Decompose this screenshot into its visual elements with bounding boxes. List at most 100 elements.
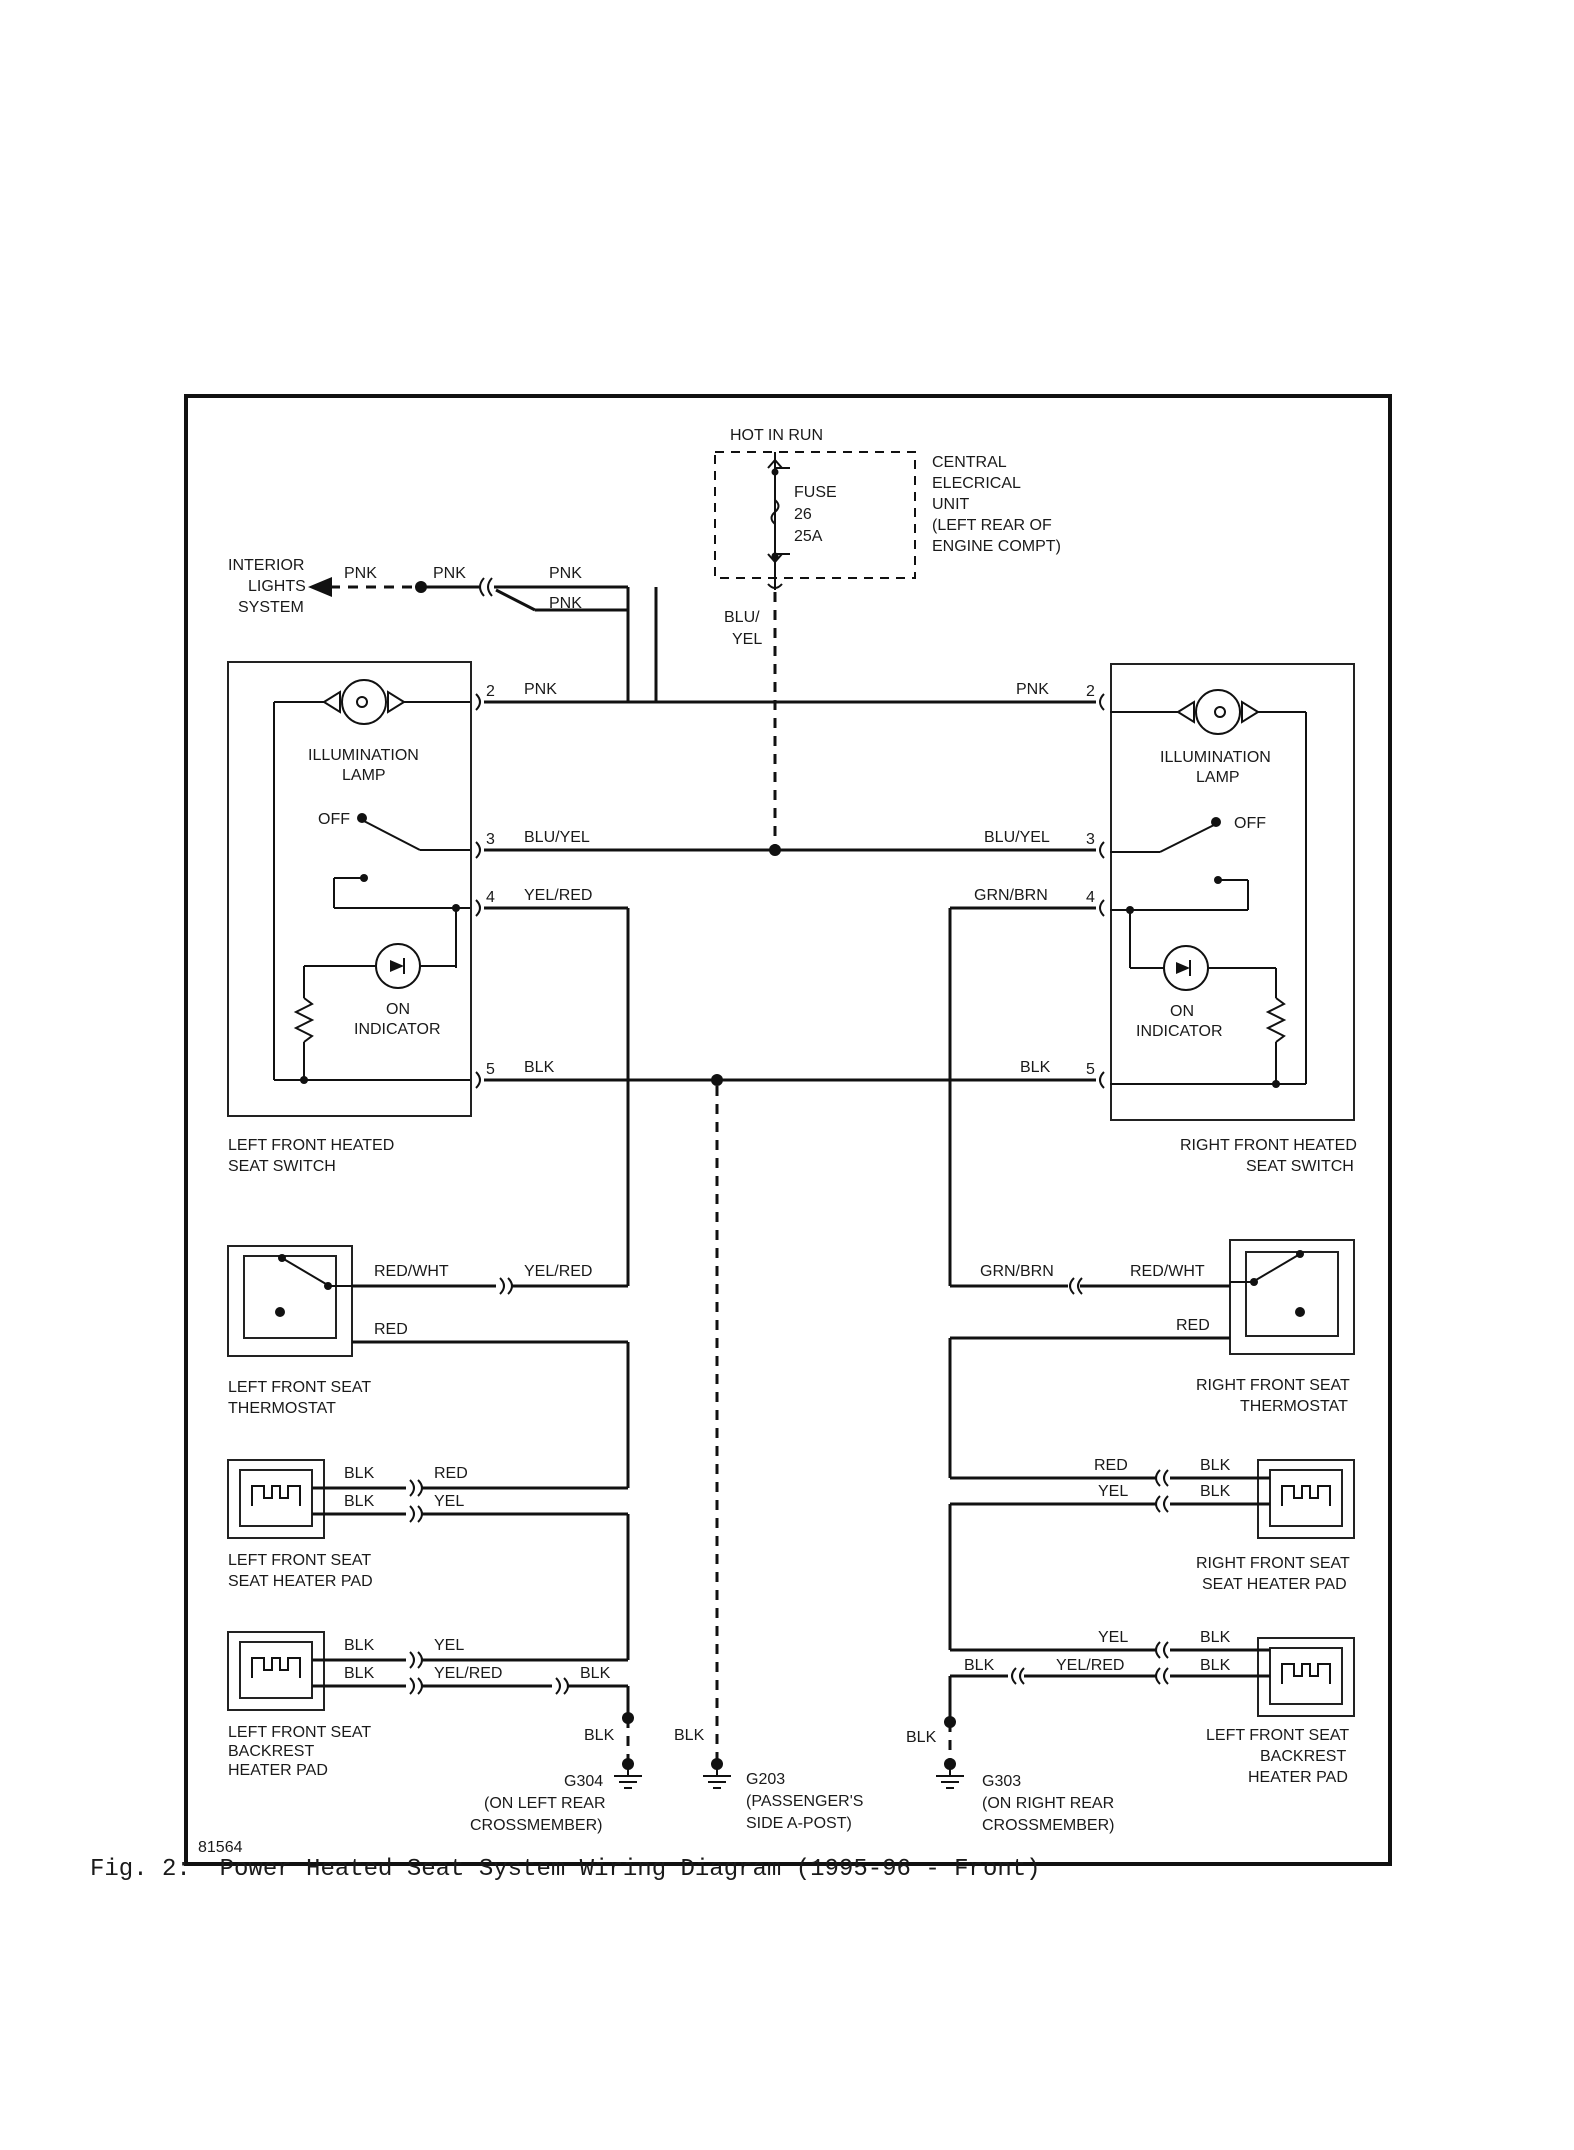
interior-connector [479,577,493,597]
right-off-label: OFF [1234,815,1266,832]
right-back-name-1: LEFT FRONT SEAT [1206,1727,1349,1744]
right-switch-name-1: RIGHT FRONT HEATED [1180,1137,1357,1154]
g203-label-1: G203 [746,1771,785,1788]
g304-ground-icon [614,1758,642,1789]
left-backrest-connectors [409,1651,423,1695]
right-therm-wire-c: RED [1176,1317,1210,1334]
g303-label-1: G303 [982,1773,1021,1790]
left-therm-wire-b: YEL/RED [524,1263,592,1280]
right-thermostat-connector [1069,1277,1083,1295]
left-therm-name-1: LEFT FRONT SEAT [228,1379,371,1396]
left-off-label: OFF [318,811,350,828]
right-seat-thermostat [1229,1239,1355,1355]
right-back-w4: YEL/RED [1056,1657,1124,1674]
left-pad-w3: BLK [344,1493,375,1510]
left-seat-thermostat [227,1245,353,1357]
right-indicator-label-1: ON [1170,1003,1194,1020]
feed-wire-label-1: BLU/ [724,609,760,626]
g203-ground-icon [703,1758,731,1789]
left-wire-pnk: PNK [524,681,557,698]
right-backrest-heater-pad [1257,1637,1355,1717]
left-indicator-label-2: INDICATOR [354,1021,441,1038]
fuse-rating: 25A [794,528,823,545]
unit-label-3: UNIT [932,496,970,513]
left-pin-2: 2 [486,683,495,700]
right-switch-name-2: SEAT SWITCH [1246,1158,1354,1175]
left-seat-heater-pad [227,1459,325,1539]
right-back-w1: YEL [1098,1629,1128,1646]
g203-label-3: SIDE A-POST) [746,1815,852,1832]
right-seat-heater-pad [1257,1459,1355,1539]
left-indicator-label-1: ON [386,1001,410,1018]
g304-label-2: (ON LEFT REAR [484,1795,606,1812]
right-lamp-label-2: LAMP [1196,769,1240,786]
interior-lights-arrow [308,577,332,597]
unit-label-5: ENGINE COMPT) [932,538,1061,555]
left-pad-w1: BLK [344,1465,375,1482]
right-back-w2: BLK [1200,1629,1231,1646]
g203-label-2: (PASSENGER'S [746,1793,863,1810]
right-heated-seat-switch [1110,663,1355,1121]
central-electrical-unit [714,451,916,590]
interior-wire-label-1: PNK [344,565,377,582]
g303-label-3: CROSSMEMBER) [982,1817,1114,1834]
diagram-id: 81564 [198,1839,243,1856]
left-wire-blk: BLK [524,1059,555,1076]
left-wire-bluyel: BLU/YEL [524,829,590,846]
left-back-w2: YEL [434,1637,464,1654]
left-back-w5: BLK [580,1665,611,1682]
right-indicator-label-2: INDICATOR [1136,1023,1223,1040]
right-switch-connectors [1099,693,1105,1089]
left-back-w1: BLK [344,1637,375,1654]
right-therm-wire-a: GRN/BRN [980,1263,1054,1280]
right-wire-grnbrn: GRN/BRN [974,887,1048,904]
right-pad-w1: RED [1094,1457,1128,1474]
left-pad-w4: YEL [434,1493,464,1510]
g303-wire: BLK [906,1729,937,1746]
g303-label-2: (ON RIGHT REAR [982,1795,1114,1812]
right-wire-bluyel: BLU/YEL [984,829,1050,846]
g203-wire: BLK [674,1727,705,1744]
left-switch-name-1: LEFT FRONT HEATED [228,1137,394,1154]
left-switch-connectors [475,693,481,1089]
interior-lights-label-1: INTERIOR [228,557,304,574]
right-back-name-3: HEATER PAD [1248,1769,1348,1786]
left-pad-name-2: SEAT HEATER PAD [228,1573,373,1590]
right-back-w3: BLK [964,1657,995,1674]
blu-yel-splice [769,844,781,856]
fuse-number: 26 [794,506,812,523]
right-wire-pnk: PNK [1016,681,1049,698]
left-therm-name-2: THERMOSTAT [228,1400,336,1417]
right-pad-name-2: SEAT HEATER PAD [1202,1576,1347,1593]
right-pad-name-1: RIGHT FRONT SEAT [1196,1555,1350,1572]
right-back-name-2: BACKREST [1260,1748,1346,1765]
left-back-w4: YEL/RED [434,1665,502,1682]
left-wire-yelred: YEL/RED [524,887,592,904]
diagram-border [184,394,1392,1866]
left-switch-name-2: SEAT SWITCH [228,1158,336,1175]
g304-wire: BLK [584,1727,615,1744]
unit-label-2: ELECRICAL [932,475,1021,492]
left-pad-connectors [409,1479,423,1523]
left-thermostat-connector [499,1277,513,1295]
right-pin-5: 5 [1086,1061,1095,1078]
left-therm-wire-a: RED/WHT [374,1263,449,1280]
interior-lights-label-3: SYSTEM [238,599,304,616]
interior-lights-label-2: LIGHTS [248,578,306,595]
left-heated-seat-switch [227,661,472,1117]
left-pin-3: 3 [486,831,495,848]
right-therm-wire-b: RED/WHT [1130,1263,1205,1280]
left-back-name-1: LEFT FRONT SEAT [228,1724,371,1741]
left-pin-4: 4 [486,889,495,906]
left-therm-wire-c: RED [374,1321,408,1338]
right-backrest-ground-connector [1011,1667,1025,1685]
right-lamp-label-1: ILLUMINATION [1160,749,1271,766]
right-pad-w2: BLK [1200,1457,1231,1474]
unit-label-1: CENTRAL [932,454,1007,471]
right-therm-name-1: RIGHT FRONT SEAT [1196,1377,1350,1394]
left-backrest-ground-connector [555,1677,569,1695]
g304-label-1: G304 [564,1773,603,1790]
right-back-w5: BLK [1200,1657,1231,1674]
hot-in-run-label: HOT IN RUN [730,427,823,444]
